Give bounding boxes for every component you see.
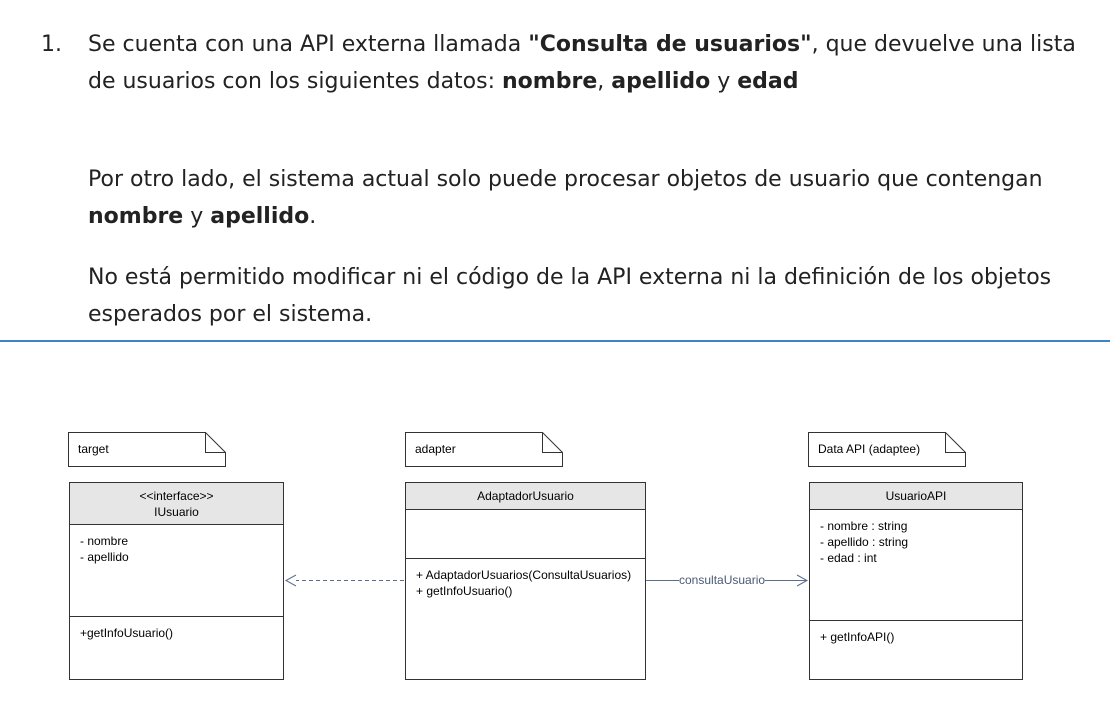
text-run: .: [309, 204, 317, 229]
text-run: ,: [597, 69, 612, 94]
bold-field-apellido: apellido: [210, 204, 310, 229]
class-iusuario: <<interface>> IUsuario - nombre - apelli…: [69, 482, 284, 680]
operation: +getInfoUsuario(): [80, 626, 174, 640]
note-shape: [405, 432, 563, 467]
class-stereotype: <<interface>>: [139, 489, 214, 503]
attribute: - nombre: [80, 534, 129, 548]
class-name: IUsuario: [154, 505, 199, 519]
note-adapter: adapter: [405, 432, 565, 467]
note-adaptee: Data API (adaptee): [808, 432, 968, 467]
list-item-number: 1.: [41, 32, 62, 57]
bold-field-nombre: nombre: [502, 69, 598, 94]
bold-api-name: "Consulta de usuarios": [528, 32, 812, 57]
class-name: AdaptadorUsuario: [477, 489, 574, 503]
operation: + getInfoUsuario(): [416, 584, 513, 598]
note-shape: [68, 432, 226, 467]
section-divider: [0, 340, 1110, 342]
note-target: target: [68, 432, 228, 467]
class-header: AdaptadorUsuario: [406, 483, 645, 510]
text-run: Se cuenta con una API externa llamada: [88, 32, 529, 57]
attribute: - nombre : string: [820, 519, 908, 533]
note-shape: [808, 432, 966, 467]
attribute: - apellido : string: [820, 535, 909, 549]
note-label: Data API (adaptee): [818, 442, 921, 456]
diagram-connectors: [284, 574, 809, 587]
text-run: , que devuelve una lista de usuarios con…: [88, 32, 1076, 94]
class-header: <<interface>> IUsuario: [70, 483, 283, 525]
operation: + AdaptadorUsuarios(ConsultaUsuarios): [416, 568, 632, 582]
paragraph-system-constraint: Por otro lado, el sistema actual solo pu…: [88, 161, 1078, 235]
realization-arrowhead: [284, 574, 297, 587]
class-attributes: [406, 510, 645, 559]
bold-field-apellido: apellido: [611, 69, 711, 94]
class-name: UsuarioAPI: [885, 489, 947, 503]
class-operations: +getInfoUsuario(): [70, 617, 283, 641]
bold-field-nombre: nombre: [88, 204, 184, 229]
bold-field-edad: edad: [737, 69, 799, 94]
class-header: UsuarioAPI: [810, 483, 1022, 510]
text-run: Por otro lado, el sistema actual solo pu…: [88, 167, 1043, 192]
class-attributes: - nombre - apellido: [70, 525, 283, 617]
attribute: - edad : int: [820, 551, 877, 565]
class-adaptadorusuario: AdaptadorUsuario + AdaptadorUsuarios(Con…: [405, 482, 646, 680]
paragraph-restriction: No está permitido modificar ni el código…: [88, 265, 1052, 327]
note-label: adapter: [415, 442, 456, 456]
association-arrowhead: [796, 574, 809, 587]
paragraph-api-description: Se cuenta con una API externa llamada "C…: [88, 26, 1078, 100]
association-label: consultaUsuario: [679, 573, 766, 587]
text-run: y: [183, 204, 211, 229]
uml-class-diagram: target adapter Data API (adaptee) <<inte…: [0, 342, 1110, 706]
class-operations: + AdaptadorUsuarios(ConsultaUsuarios) + …: [406, 559, 645, 599]
note-label: target: [78, 442, 109, 456]
class-operations: + getInfoAPI(): [810, 621, 1022, 645]
attribute: - apellido: [80, 550, 129, 564]
text-run: y: [710, 69, 738, 94]
class-usuarioapi: UsuarioAPI - nombre : string - apellido …: [809, 482, 1023, 680]
operation: + getInfoAPI(): [820, 630, 895, 644]
instructions-section: 1. Se cuenta con una API externa llamada…: [0, 0, 1110, 341]
class-attributes: - nombre : string - apellido : string - …: [810, 510, 1022, 621]
